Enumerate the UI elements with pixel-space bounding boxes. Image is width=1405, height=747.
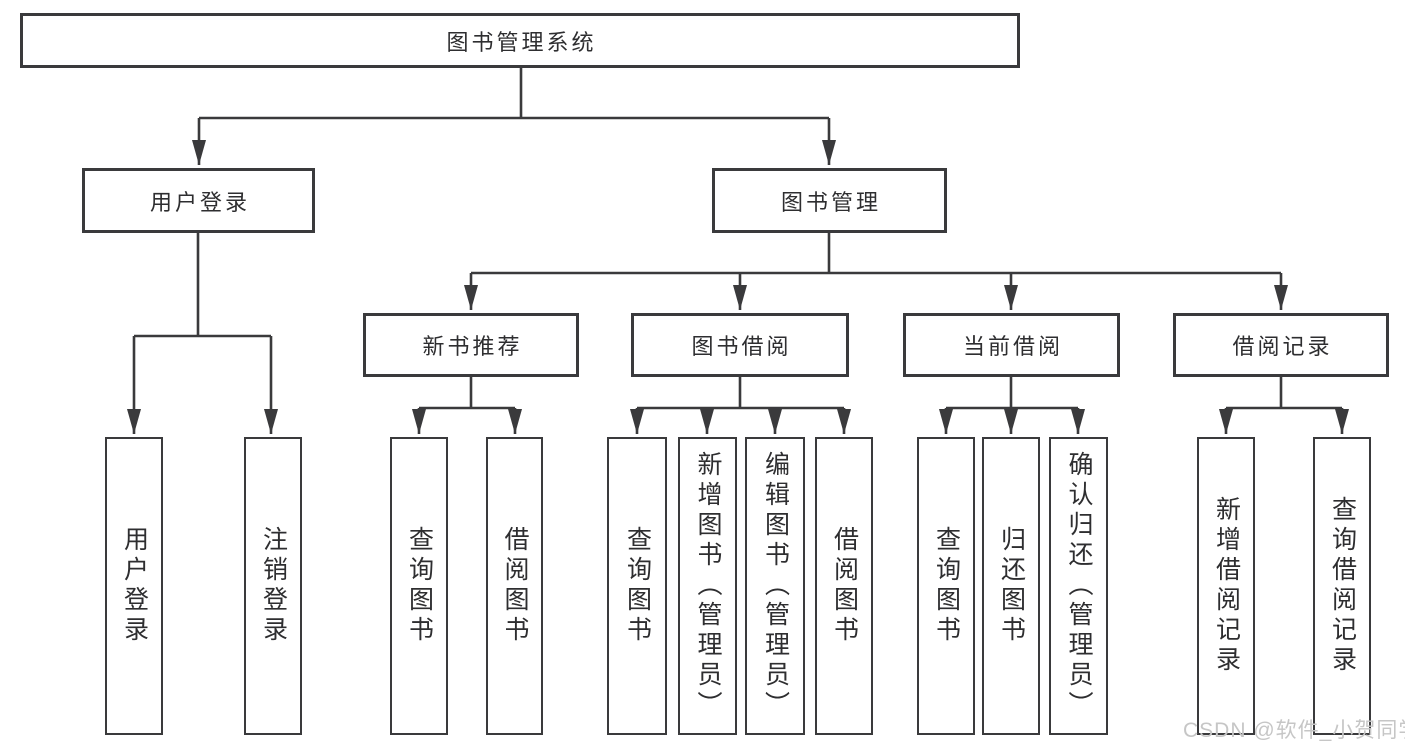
leaf-edit-book-admin: 编辑图书（管理员） <box>745 437 805 735</box>
node-label: 图书借阅 <box>691 334 792 359</box>
node-book-borrowing: 图书借阅 <box>631 313 849 377</box>
leaf-confirm-return-admin: 确认归还（管理员） <box>1049 437 1108 735</box>
csdn-watermark: CSDN @软件_小贺同学 <box>1183 719 1405 742</box>
leaf-query-books-recommend: 查询图书 <box>390 437 448 735</box>
connector-hist-rail <box>1226 377 1342 410</box>
node-current-borrowing: 当前借阅 <box>903 313 1120 377</box>
leaf-label: 查询图书 <box>932 526 961 646</box>
leaf-label: 编辑图书（管理员） <box>761 451 790 721</box>
leaf-query-books-borrow: 查询图书 <box>607 437 667 735</box>
leaf-label: 新增图书（管理员） <box>694 451 722 721</box>
node-label: 借阅记录 <box>1232 334 1333 359</box>
leaf-return-books: 归还图书 <box>982 437 1040 735</box>
leaf-label: 归还图书 <box>997 526 1026 646</box>
leaf-label: 用户登录 <box>120 526 149 646</box>
node-new-book-recommendation: 新书推荐 <box>363 313 579 377</box>
node-label: 图书管理系统 <box>446 29 597 55</box>
connector-mgmt-rail <box>471 233 1281 275</box>
node-label: 用户登录 <box>149 189 250 215</box>
connector-root-rail <box>199 68 829 120</box>
connector-login-rail <box>134 233 271 338</box>
leaf-add-book-admin: 新增图书（管理员） <box>678 437 737 735</box>
leaf-label: 查询借阅记录 <box>1328 496 1357 676</box>
leaf-borrow-books-recommend: 借阅图书 <box>486 437 543 735</box>
node-label: 新书推荐 <box>422 334 523 359</box>
leaf-borrow-books: 借阅图书 <box>815 437 873 735</box>
connector-borrow-rail <box>637 377 844 410</box>
node-label: 当前借阅 <box>962 334 1063 359</box>
leaf-label: 确认归还（管理员） <box>1065 451 1093 721</box>
leaf-label: 新增借阅记录 <box>1212 496 1241 676</box>
leaf-add-borrow-record: 新增借阅记录 <box>1197 437 1255 735</box>
node-user-login: 用户登录 <box>82 168 315 233</box>
node-borrowing-records: 借阅记录 <box>1173 313 1389 377</box>
node-library-management-system: 图书管理系统 <box>20 13 1020 68</box>
connector-rec-rail <box>419 377 515 410</box>
leaf-label: 查询图书 <box>405 526 434 646</box>
leaf-query-borrow-record: 查询借阅记录 <box>1313 437 1371 735</box>
leaf-label: 借阅图书 <box>830 526 859 646</box>
leaf-query-books-current: 查询图书 <box>917 437 975 735</box>
leaf-label: 借阅图书 <box>501 526 529 646</box>
leaf-logout: 注销登录 <box>244 437 302 735</box>
connector-cur-rail <box>946 377 1078 410</box>
node-book-management: 图书管理 <box>712 168 947 233</box>
leaf-label: 注销登录 <box>259 526 288 646</box>
leaf-label: 查询图书 <box>623 526 652 646</box>
leaf-user-login: 用户登录 <box>105 437 163 735</box>
node-label: 图书管理 <box>780 189 881 215</box>
